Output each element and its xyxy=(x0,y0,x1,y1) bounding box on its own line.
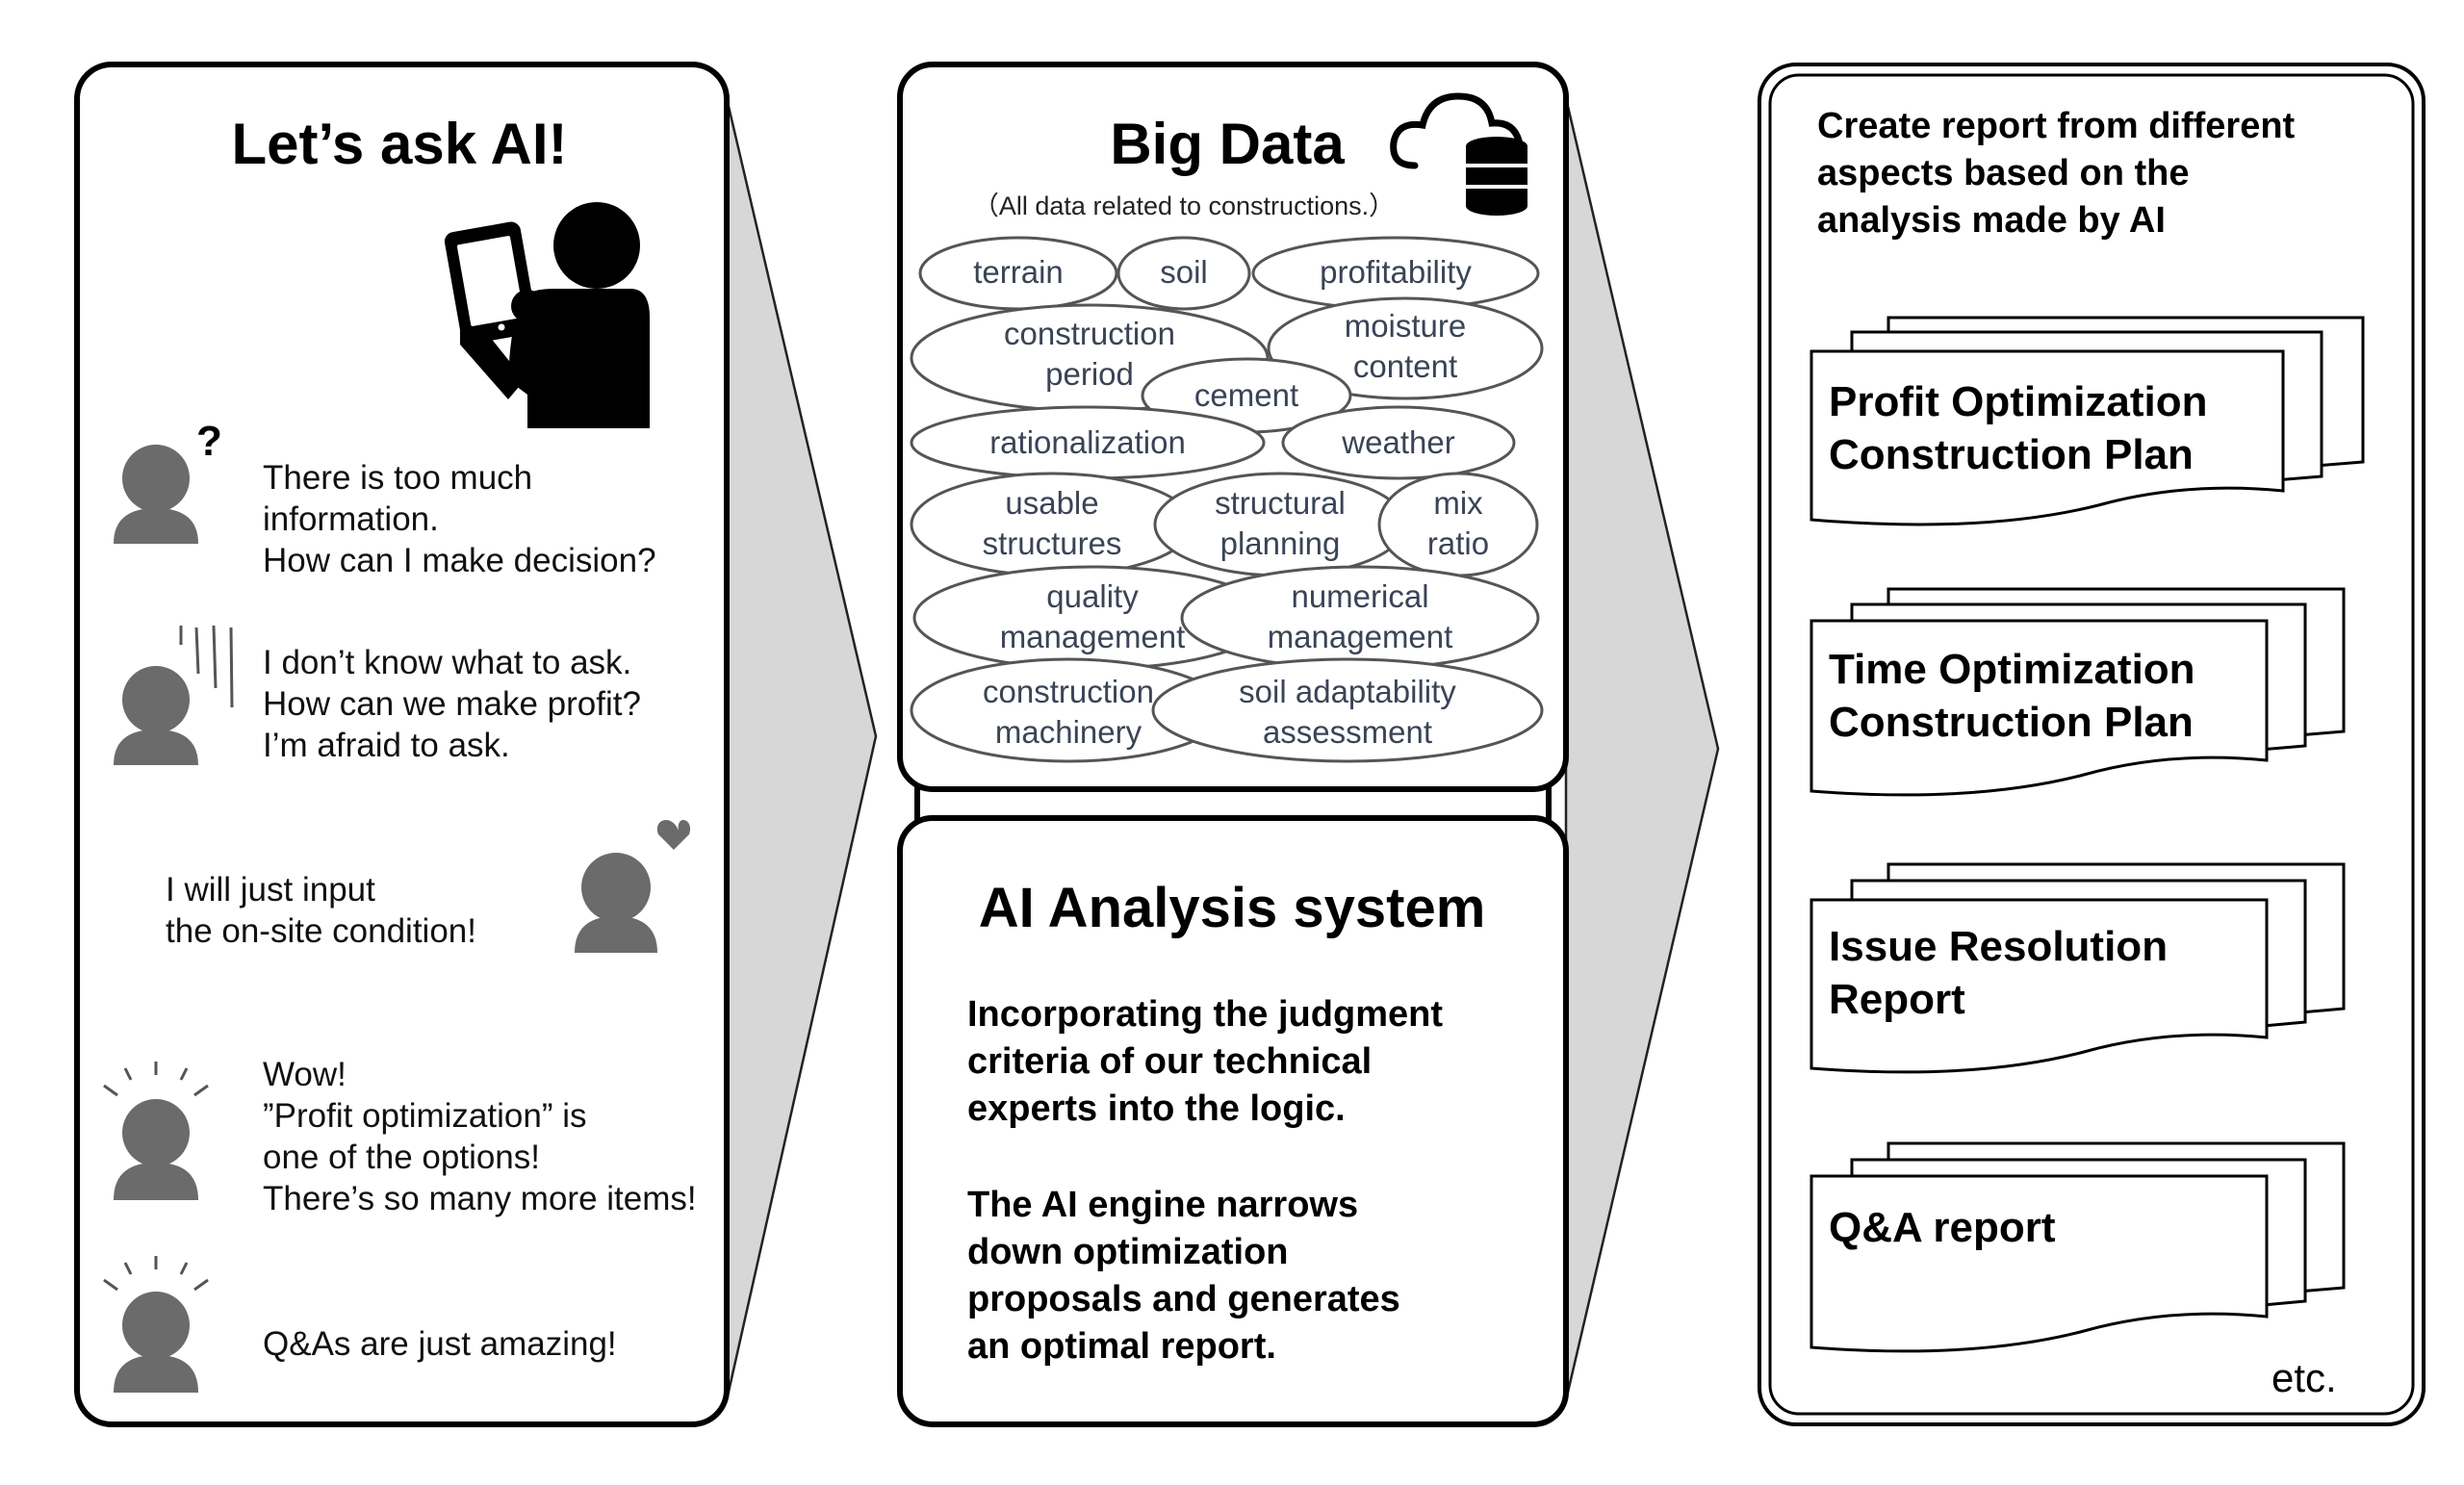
report-stack-1 xyxy=(1810,316,2365,526)
person-delighted-icon xyxy=(103,1256,209,1393)
message-wow: Wow! ”Profit optimization” is one of the… xyxy=(263,1056,697,1217)
bubble-moisture-content: moisture content xyxy=(1344,308,1467,384)
reports-frame-inner xyxy=(1768,73,2415,1416)
bubble-weather: weather xyxy=(1342,424,1455,460)
message-too-much-info: There is too much information. How can I… xyxy=(263,459,656,579)
cloud-database-icon xyxy=(1390,92,1527,216)
report-stack-4 xyxy=(1810,1141,2346,1353)
bubble-numerical-management: numerical management xyxy=(1267,578,1453,654)
big-data-subtitle: （All data related to constructions.） xyxy=(972,192,1396,220)
bubble-quality-management: quality management xyxy=(999,578,1186,654)
bubble-construction-period: construction period xyxy=(1004,316,1175,392)
bubble-construction-machinery: construction machinery xyxy=(983,674,1154,750)
report-time-optimization: Time Optimization Construction Plan xyxy=(1829,646,2195,746)
bubble-cement: cement xyxy=(1194,377,1299,413)
reports-intro: Create report from different aspects bas… xyxy=(1817,106,2296,241)
bubble-soil: soil xyxy=(1160,254,1208,290)
report-profit-optimization: Profit Optimization Construction Plan xyxy=(1829,378,2208,478)
reports-etc: etc. xyxy=(2272,1355,2337,1400)
connector-left xyxy=(725,97,878,1401)
message-qa-amazing: Q&As are just amazing! xyxy=(263,1325,617,1363)
message-dont-know: I don’t know what to ask. How can we mak… xyxy=(263,644,641,764)
report-qa: Q&A report xyxy=(1829,1204,2056,1251)
message-input-condition: I will just input the on-site condition! xyxy=(166,871,476,950)
data-bubbles xyxy=(910,236,1544,763)
left-panel-title: Let’s ask AI! xyxy=(231,112,568,176)
bubble-rationalization: rationalization xyxy=(989,424,1186,460)
report-stack-2 xyxy=(1810,587,2346,797)
ai-system-frame xyxy=(897,815,1569,1427)
bubble-usable-structures: usable structures xyxy=(982,485,1122,561)
report-stack-3 xyxy=(1810,862,2346,1074)
svg-text:?: ? xyxy=(196,418,222,465)
person-anxious-icon xyxy=(114,625,234,765)
bubble-profitability: profitability xyxy=(1320,254,1472,290)
bubble-soil-adaptability: soil adaptability assessment xyxy=(1239,674,1456,750)
bubble-structural-planning: structural planning xyxy=(1215,485,1346,561)
ai-system-paragraph-criteria: Incorporating the judgment criteria of o… xyxy=(967,994,1443,1129)
bubble-terrain: terrain xyxy=(973,254,1064,290)
ai-system-title: AI Analysis system xyxy=(978,877,1486,939)
person-confused-icon: ? xyxy=(114,418,222,544)
ai-system-paragraph-engine: The AI engine narrows down optimization … xyxy=(967,1185,1400,1367)
report-issue-resolution: Issue Resolution Report xyxy=(1829,923,2169,1023)
person-happy-icon xyxy=(575,819,691,953)
connector-right xyxy=(1564,97,1720,1401)
person-with-tablet-icon xyxy=(444,202,650,428)
bubble-mix-ratio: mix ratio xyxy=(1426,485,1490,561)
person-amazed-icon xyxy=(103,1062,209,1200)
big-data-title: Big Data xyxy=(1110,112,1345,176)
